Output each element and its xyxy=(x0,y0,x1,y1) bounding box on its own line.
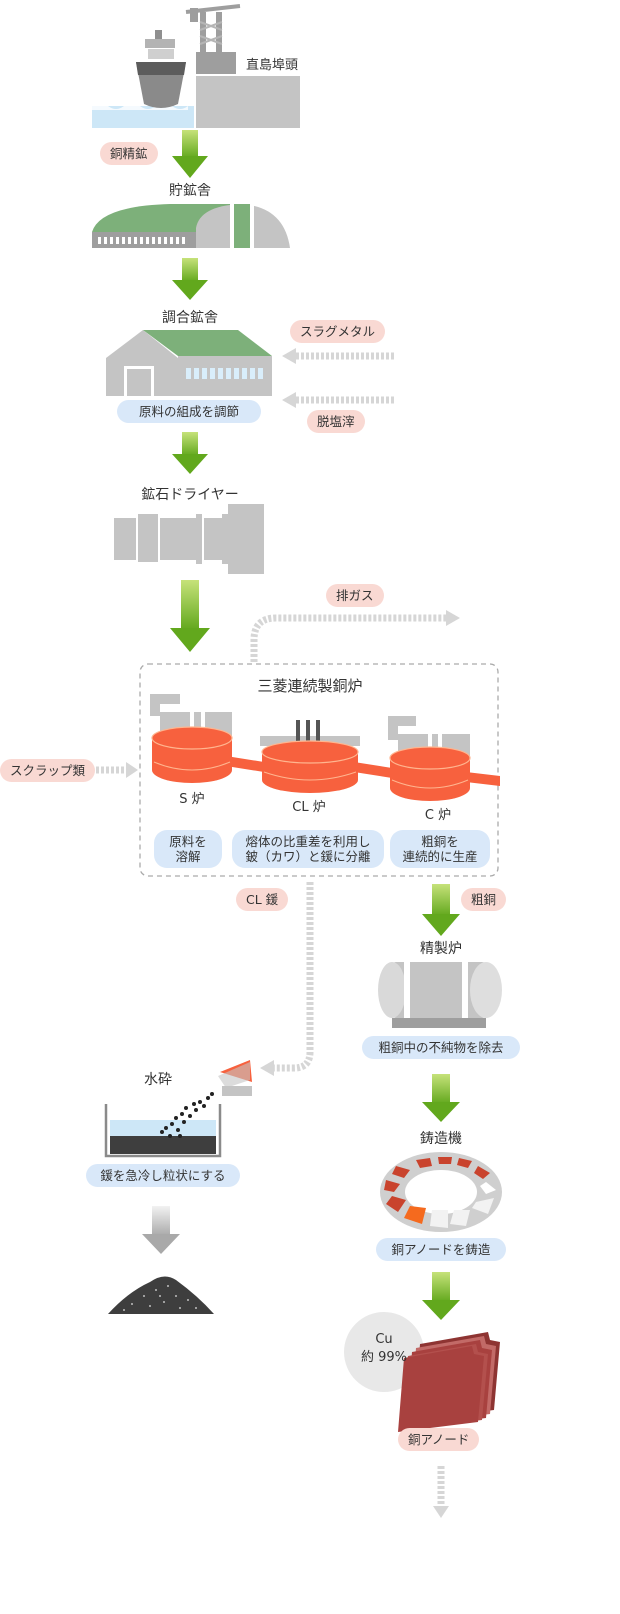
arrow-slag-metal xyxy=(282,348,394,364)
slag-metal-label: スラグメタル xyxy=(290,320,386,343)
water-granulation-label: 水砕 xyxy=(144,1072,172,1088)
crane-icon xyxy=(185,4,241,60)
arrow-desalted xyxy=(282,392,394,408)
cl-note-line-2: 鈹（カワ）と鍰に分離 xyxy=(245,849,371,864)
s-furnace-vessel xyxy=(150,694,233,783)
cl-furnace-note: 熔体の比重差を利用し 鈹（カワ）と鍰に分離 xyxy=(232,830,384,868)
arrow-concentrate xyxy=(172,130,208,178)
refining-note: 粗銅中の不純物を除去 xyxy=(362,1036,520,1059)
slag-pile xyxy=(108,1276,214,1314)
desalted-residue-label: 脱塩滓 xyxy=(307,410,365,433)
cl-slag-label: CL 鍰 xyxy=(236,888,289,911)
launder-s-cl xyxy=(226,756,264,772)
casting-wheel xyxy=(380,1152,502,1232)
ore-dryer-drum xyxy=(114,504,264,574)
arrow-casting xyxy=(422,1272,460,1320)
ore-storage-building xyxy=(92,204,290,248)
ore-storage-label: 貯鉱舎 xyxy=(169,183,211,199)
casting-note: 銅アノードを鋳造 xyxy=(376,1238,506,1261)
furnace-title: 三菱連続製銅炉 xyxy=(257,677,363,695)
ore-dryer-label: 鉱石ドライヤー xyxy=(141,487,239,503)
furnace-system-box xyxy=(139,663,499,877)
c-furnace-label: C 炉 xyxy=(424,808,452,823)
wharf-building xyxy=(196,76,300,128)
blister-copper-label: 粗銅 xyxy=(461,888,507,911)
arrow-blending xyxy=(172,432,208,474)
anode-stack xyxy=(398,1332,500,1432)
dock-shed xyxy=(196,52,236,74)
arrow-anode-out xyxy=(433,1466,449,1518)
ship-icon xyxy=(136,30,186,108)
granulation-note: 鍰を急冷し粒状にする xyxy=(86,1164,240,1187)
refining-furnace-drum xyxy=(378,962,502,1028)
launder-cl-c xyxy=(354,762,392,778)
cl-note-line-1: 熔体の比重差を利用し xyxy=(245,834,371,849)
exhaust-gas-label: 排ガス xyxy=(326,584,384,607)
c-furnace-note: 粗銅を 連続的に生産 xyxy=(390,830,490,868)
arrow-refining xyxy=(422,1074,460,1122)
cl-furnace-label: CL 炉 xyxy=(292,800,326,815)
arrow-granulation xyxy=(142,1206,180,1254)
c-note-line-2: 連続的に生産 xyxy=(402,849,478,864)
s-note-line-1: 原料を xyxy=(169,834,207,849)
copper-concentrate-label: 銅精鉱 xyxy=(100,142,158,165)
arrow-storage xyxy=(172,258,208,300)
arrow-cl-slag xyxy=(260,882,314,1076)
blending-building xyxy=(106,330,272,396)
s-furnace-note: 原料を 溶解 xyxy=(154,830,222,868)
port-label: 直島埠頭 xyxy=(246,58,299,73)
cl-furnace-vessel xyxy=(260,720,360,793)
arrow-exhaust-gas xyxy=(250,610,460,662)
blending-note: 原料の組成を調節 xyxy=(117,400,261,423)
arrow-blister-copper xyxy=(422,884,460,936)
launder-c-out xyxy=(466,772,500,786)
s-furnace-label: S 炉 xyxy=(179,792,205,807)
scrap-label: スクラップ類 xyxy=(0,759,96,782)
cu-label: Cu xyxy=(375,1332,393,1347)
port-scene xyxy=(92,4,300,128)
arrow-scrap xyxy=(96,762,138,778)
blending-house-label: 調合鉱舎 xyxy=(162,310,218,326)
c-furnace-vessel xyxy=(388,716,471,801)
s-note-line-2: 溶解 xyxy=(175,849,201,864)
arrow-dryer xyxy=(170,580,210,652)
anode-label: 銅アノード xyxy=(398,1428,480,1451)
cu-purity-label: 約 99% xyxy=(360,1350,408,1365)
c-note-line-1: 粗銅を xyxy=(421,834,459,849)
water-granulation-tank xyxy=(104,1060,252,1158)
casting-machine-label: 鋳造機 xyxy=(420,1131,462,1147)
refining-furnace-label: 精製炉 xyxy=(420,941,462,957)
sea-water xyxy=(92,106,194,128)
